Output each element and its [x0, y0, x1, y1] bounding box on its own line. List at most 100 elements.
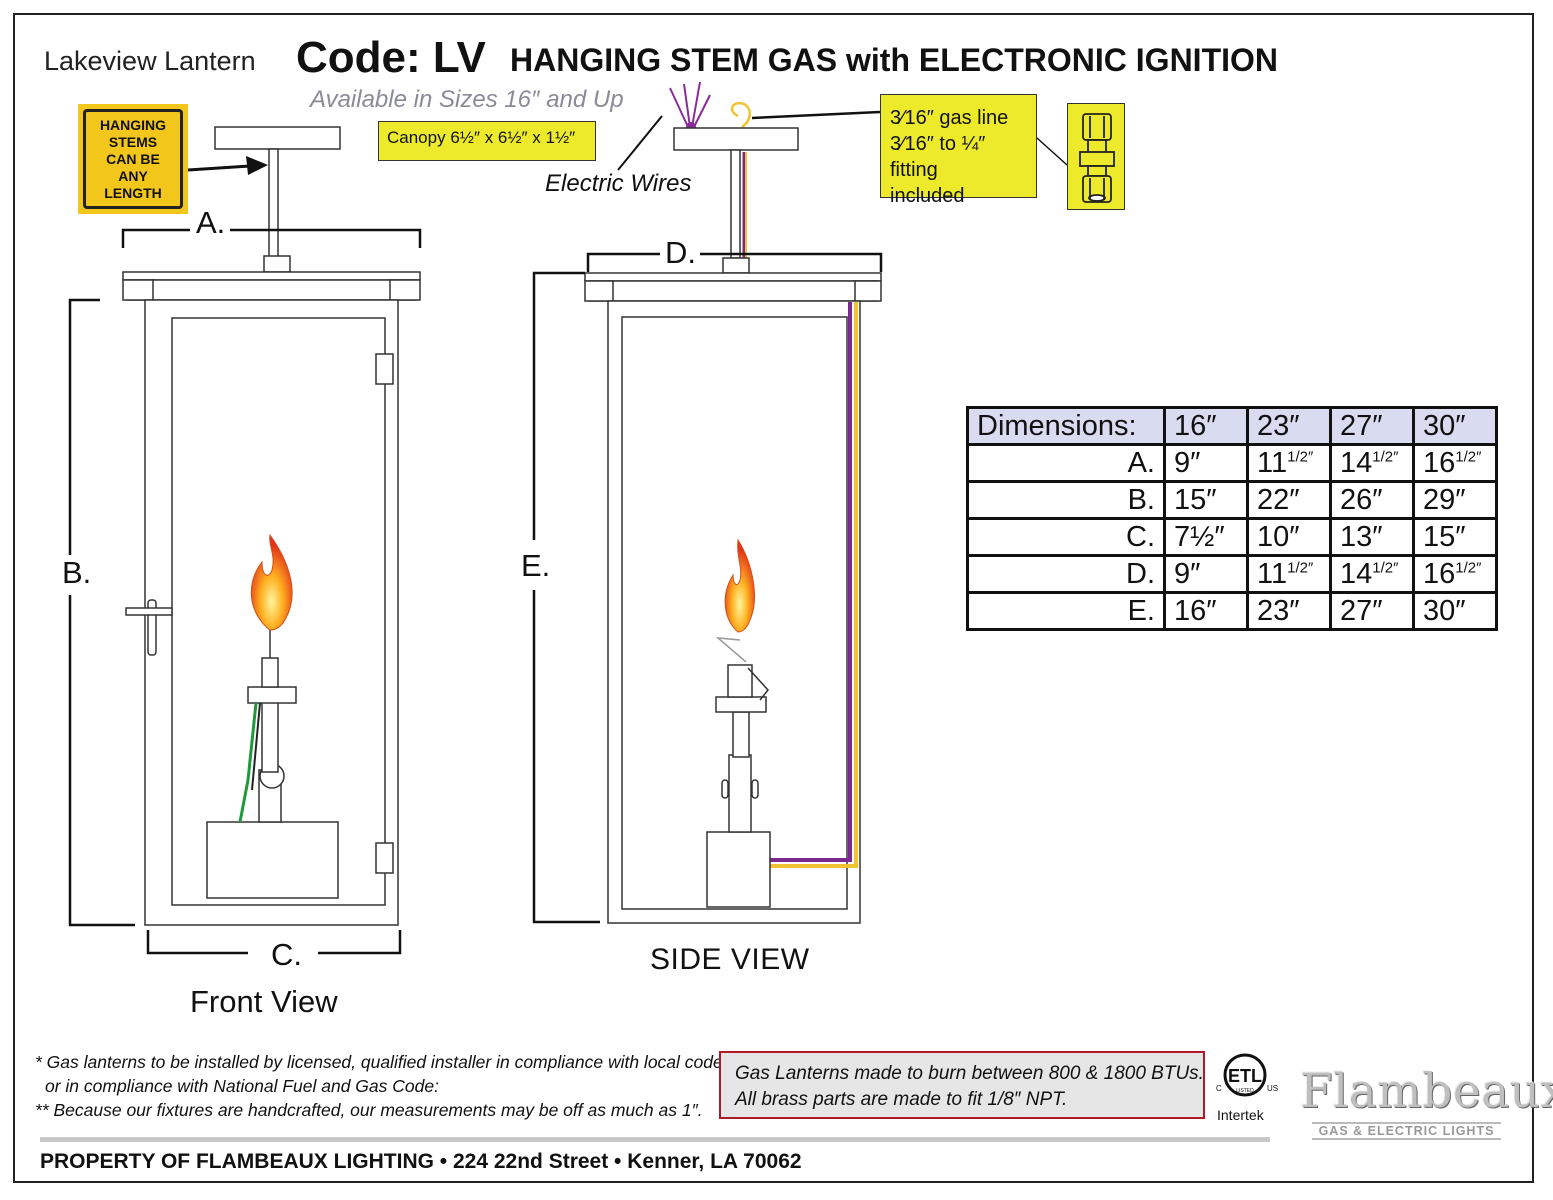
note-line: or in compliance with National Fuel and … [45, 1076, 439, 1096]
cell-value: 11 [1257, 557, 1288, 590]
cell-value: 13″ [1340, 520, 1383, 553]
sign-text: HANGING STEMS CAN BE ANY LENGTH [99, 116, 167, 201]
cell-value: 16 [1423, 557, 1456, 590]
table-cell: 15″ [1412, 517, 1498, 557]
table-cell: 15″ [1163, 480, 1249, 520]
note-line: ** Because our fixtures are handcrafted,… [35, 1100, 703, 1120]
gas-line-callout: 3⁄16″ gas line 3⁄16″ to ¼″ fitting inclu… [880, 94, 1037, 207]
table-cell: 141/2″ [1329, 554, 1415, 594]
table-cell: 141/2″ [1329, 443, 1415, 483]
etl-c-text: C [1216, 1084, 1222, 1093]
cell-value: 15″ [1423, 520, 1466, 553]
table-cell: 10″ [1246, 517, 1332, 557]
dimensions-header-row: Dimensions: 16″ 23″ 27″ 30″ [966, 406, 1498, 446]
table-cell: 9″ [1163, 443, 1249, 483]
cell-value: 7½″ [1174, 520, 1225, 553]
table-cell: 26″ [1329, 480, 1415, 520]
cell-value: 22″ [1257, 483, 1300, 516]
cell-value: 11 [1257, 446, 1288, 479]
row-label: E. [966, 591, 1166, 631]
table-cell: 111/2″ [1246, 443, 1332, 483]
front-view-drawing [68, 126, 422, 955]
table-header-cell: 30″ [1412, 406, 1498, 446]
table-cell: 16″ [1163, 591, 1249, 631]
gas-line-text-2: 3⁄16″ to ¼″ fitting [890, 133, 986, 181]
table-row: E.16″ 23″ 27″ 30″ [966, 591, 1498, 631]
etl-listed-icon: ETL LISTED C US [1212, 1047, 1278, 1127]
table-cell: 9″ [1163, 554, 1249, 594]
cell-value: 16″ [1174, 594, 1217, 627]
cell-value: 10″ [1257, 520, 1300, 553]
front-view-label: Front View [190, 984, 338, 1019]
cell-value: 15″ [1174, 483, 1217, 516]
cell-value: 14 [1340, 446, 1373, 479]
footer-address: PROPERTY OF FLAMBEAUX LIGHTING • 224 22n… [40, 1150, 802, 1173]
cell-fraction: 1/2″ [1287, 558, 1314, 576]
cell-fraction: 1/2″ [1372, 447, 1399, 465]
side-view-drawing [532, 81, 1068, 924]
etl-mark-text: ETL [1228, 1066, 1262, 1086]
table-cell: 7½″ [1163, 517, 1249, 557]
table-cell: 161/2″ [1412, 443, 1498, 483]
table-header-cell: Dimensions: [966, 406, 1166, 446]
table-row: D.9″111/2″141/2″161/2″ [966, 554, 1498, 594]
dim-label-c: C. [271, 937, 302, 972]
cell-value: 26″ [1340, 483, 1383, 516]
hanging-stems-sign: HANGING STEMS CAN BE ANY LENGTH [78, 104, 188, 214]
headline: HANGING STEM GAS with ELECTRONIC IGNITIO… [510, 42, 1278, 78]
cell-fraction: 1/2″ [1455, 558, 1482, 576]
table-header-cell: 27″ [1329, 406, 1415, 446]
dim-label-b: B. [62, 555, 92, 590]
canopy-callout: Canopy 6½″ x 6½″ x 1½″ [378, 121, 596, 161]
etl-listed-text: LISTED [1236, 1088, 1254, 1094]
electric-wires-label: Electric Wires [545, 170, 692, 197]
table-cell: 23″ [1246, 591, 1332, 631]
gas-line-text-3: included [890, 185, 965, 207]
cell-fraction: 1/2″ [1372, 558, 1399, 576]
table-cell: 13″ [1329, 517, 1415, 557]
btu-notice: Gas Lanterns made to burn between 800 & … [719, 1051, 1205, 1119]
table-cell: 29″ [1412, 480, 1498, 520]
table-cell: 22″ [1246, 480, 1332, 520]
dim-label-d: D. [665, 235, 696, 270]
footer-divider [40, 1137, 1270, 1142]
cell-value: 30″ [1423, 594, 1466, 627]
dim-label-e: E. [521, 548, 551, 583]
dimensions-body: A.9″111/2″141/2″161/2″B.15″22″26″29″C.7½… [966, 443, 1498, 631]
cell-fraction: 1/2″ [1287, 447, 1314, 465]
btu-line-2: All brass parts are made to fit 1/8″ NPT… [735, 1089, 1068, 1110]
cell-value: 27″ [1340, 594, 1383, 627]
cell-value: 16 [1423, 446, 1456, 479]
table-header-cell: 16″ [1163, 406, 1249, 446]
cell-fraction: 1/2″ [1455, 447, 1482, 465]
table-cell: 161/2″ [1412, 554, 1498, 594]
dim-label-a: A. [196, 205, 226, 240]
brand-tagline: GAS & ELECTRIC LIGHTS [1312, 1122, 1501, 1140]
gas-line-text-1: 3⁄16″ gas line [890, 107, 1009, 129]
side-view-label: SIDE VIEW [650, 943, 810, 976]
note-line: * Gas lanterns to be installed by licens… [35, 1052, 737, 1072]
etl-us-text: US [1267, 1084, 1278, 1093]
table-cell: 111/2″ [1246, 554, 1332, 594]
row-label: C. [966, 517, 1166, 557]
table-row: C.7½″ 10″ 13″ 15″ [966, 517, 1498, 557]
table-cell: 30″ [1412, 591, 1498, 631]
row-label: A. [966, 443, 1166, 483]
row-label: B. [966, 480, 1166, 520]
compression-fitting-icon [1067, 103, 1125, 210]
cell-value: 23″ [1257, 594, 1300, 627]
btu-line-1: Gas Lanterns made to burn between 800 & … [735, 1063, 1204, 1084]
product-code: Code: LV [296, 33, 486, 82]
availability-note: Available in Sizes 16″ and Up [310, 86, 624, 113]
cell-value: 29″ [1423, 483, 1466, 516]
cell-value: 9″ [1174, 446, 1201, 479]
cell-value: 9″ [1174, 557, 1201, 590]
cell-value: 14 [1340, 557, 1373, 590]
table-header-cell: 23″ [1246, 406, 1332, 446]
brand-logo: Flambeaux [1300, 1064, 1553, 1119]
product-name: Lakeview Lantern [44, 46, 256, 76]
table-row: B.15″ 22″ 26″ 29″ [966, 480, 1498, 520]
installation-notes: * Gas lanterns to be installed by licens… [35, 1050, 736, 1122]
row-label: D. [966, 554, 1166, 594]
